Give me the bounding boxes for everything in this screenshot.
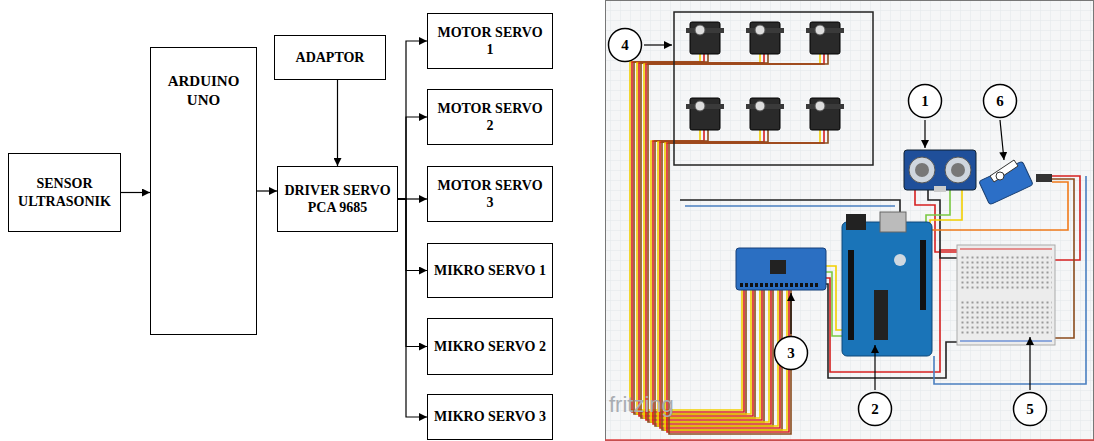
sensor-box: SENSOR ULTRASONIK <box>8 153 121 232</box>
arrow-connector <box>398 117 427 199</box>
wire <box>934 176 1086 384</box>
box-label: DRIVER SERVO PCA 9685 <box>284 182 391 217</box>
callout-number: 5 <box>1012 391 1048 427</box>
box-label: MOTOR SERVO 3 <box>434 177 546 212</box>
wire-bundles <box>630 54 1086 434</box>
servo-group <box>686 22 844 130</box>
micro-servo-box: MIKRO SERVO 2 <box>427 318 553 375</box>
pca9685-board <box>736 248 826 290</box>
leader-line <box>790 293 791 334</box>
servo-wire <box>646 54 824 420</box>
arrow-connector <box>337 80 338 166</box>
leader-line <box>644 44 672 45</box>
micro-servo-box: MIKRO SERVO 1 <box>427 243 553 298</box>
arrow-connector <box>398 199 427 271</box>
servo-motor <box>806 98 844 130</box>
callout-number: 3 <box>773 335 809 371</box>
breadboard <box>957 245 1055 345</box>
callout-number: 3 <box>787 345 795 362</box>
servo-wire <box>669 130 828 434</box>
box-label: SENSOR ULTRASONIK <box>15 175 114 210</box>
watermark: fritzing <box>609 392 674 418</box>
canvas-frame <box>606 1 1094 441</box>
controller-box: ARDUINO UNO <box>150 47 257 335</box>
callout-number: 6 <box>996 93 1004 110</box>
leader-lines <box>644 45 1030 390</box>
micro-servo <box>979 160 1052 205</box>
power-box: ADAPTOR <box>274 35 386 80</box>
servo-motor <box>686 98 724 130</box>
callout-number: 1 <box>907 83 943 119</box>
arrow-connector <box>257 190 277 191</box>
servo-wire <box>648 54 828 422</box>
arrow-connector <box>398 199 427 347</box>
arrow-connector <box>398 41 427 199</box>
micro-servo-box: MIKRO SERVO 3 <box>427 394 553 440</box>
servo-motor <box>806 22 844 54</box>
servo-motor <box>746 98 784 130</box>
callout-number: 1 <box>921 93 929 110</box>
box-label: MOTOR SERVO 2 <box>434 100 546 135</box>
servo-box: MOTOR SERVO 2 <box>427 89 553 145</box>
ultrasonic-sensor <box>904 150 976 192</box>
box-label: MOTOR SERVO 1 <box>434 24 546 59</box>
leader-line <box>1000 120 1004 160</box>
canvas-edge <box>605 439 1094 441</box>
servo-wire <box>644 54 820 418</box>
arduino-board <box>842 212 932 356</box>
callout-number: 5 <box>1026 401 1034 418</box>
arrow-connector <box>121 192 150 193</box>
leader-line <box>874 345 875 390</box>
wire <box>1052 176 1080 260</box>
callout-number: 6 <box>982 83 1018 119</box>
callout-number: 2 <box>871 401 879 418</box>
servo-motor <box>686 22 724 54</box>
servo-box: MOTOR SERVO 3 <box>427 166 553 222</box>
box-label: ADAPTOR <box>296 49 365 67</box>
leader-line <box>924 120 925 148</box>
wire <box>930 190 962 246</box>
callout-number: 4 <box>621 37 629 54</box>
callout-number: 2 <box>857 391 893 427</box>
leader-line <box>1029 337 1030 390</box>
canvas-grid <box>605 0 1094 441</box>
arrow-connector <box>398 199 427 417</box>
wire <box>680 200 900 212</box>
box-label: MIKRO SERVO 3 <box>434 408 546 426</box>
canvas-ground <box>605 0 1094 441</box>
wire <box>685 205 895 207</box>
servo-group-outline <box>674 12 873 165</box>
box-label: ARDUINO UNO <box>157 72 250 110</box>
servo-box: MOTOR SERVO 1 <box>427 13 553 69</box>
box-label: MIKRO SERVO 1 <box>434 262 546 280</box>
box-label: MIKRO SERVO 2 <box>434 338 546 356</box>
servo-motor <box>746 22 784 54</box>
callout-number: 4 <box>607 27 643 63</box>
driver-box: DRIVER SERVO PCA 9685 <box>277 166 398 232</box>
